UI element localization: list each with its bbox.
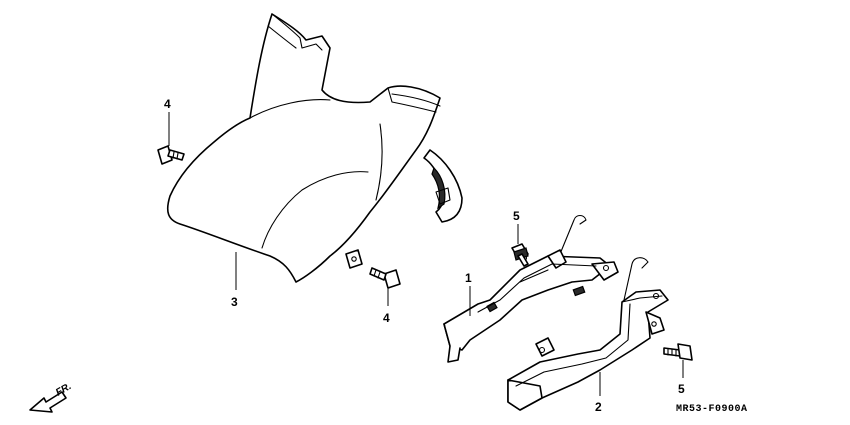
bracket-1-slot-b: [572, 285, 586, 297]
bolt-4-upper-shank: [167, 149, 185, 161]
bolt-4-upper: [157, 145, 185, 165]
fender-shell: [166, 13, 441, 283]
bracket-2-hole-a: [538, 346, 546, 354]
callout-1: 1: [465, 271, 472, 285]
fr-label: FR.: [54, 381, 73, 399]
bolt-4-upper-head: [157, 145, 173, 165]
fender-fork-slot-left-edge: [267, 25, 297, 49]
bracket-2-upper-tab: [535, 337, 555, 357]
fender-rear-lip-shadow: [431, 166, 446, 210]
callout-2: 2: [595, 400, 602, 414]
bracket-2-rib: [621, 295, 663, 303]
bracket-2-foot: [507, 379, 543, 411]
callout-5-upper: 5: [513, 209, 520, 223]
fender-clip-rear: [435, 187, 451, 205]
bracket-1-slot-a: [486, 301, 498, 313]
bracket-2-hole-c: [651, 321, 657, 327]
bolt-5-lower-thread: [667, 348, 677, 357]
bracket-1: [443, 214, 619, 363]
bolt-4-lower-thread: [373, 269, 381, 279]
drawing-code: MR53-F0900A: [676, 404, 748, 415]
fender-fork-slot-right: [387, 87, 437, 113]
bracket-2-wire-stay: [623, 257, 649, 301]
fender-lower-tab: [345, 249, 363, 269]
bracket-1-right-ear: [591, 261, 619, 281]
bracket-1-edge-line: [477, 263, 597, 313]
bolt-4-lower: [369, 267, 401, 289]
fr-arrow-icon: [29, 391, 67, 413]
bolt-4-upper-thread: [172, 151, 179, 160]
bracket-2: [507, 257, 669, 411]
fender-fork-slot-right-rim: [391, 93, 441, 107]
bolt-5-upper-shank: [517, 253, 529, 267]
bracket-1-wire-stay: [559, 214, 587, 255]
fender-contour-b: [261, 171, 369, 249]
callout-4-lower: 4: [383, 311, 390, 325]
bolt-5-upper: [511, 243, 529, 267]
callout-3: 3: [231, 295, 238, 309]
bolt-4-lower-shank: [369, 267, 387, 281]
bolt-5-lower-head: [677, 343, 693, 361]
fender-lower-tab-hole: [351, 256, 357, 262]
callout-5-lower: 5: [678, 382, 685, 396]
bracket-1-hole-b: [602, 264, 610, 272]
callout-4-upper: 4: [164, 97, 171, 111]
bracket-1-rib: [519, 269, 549, 283]
bracket-1-flange: [443, 323, 461, 363]
fender-contour-a: [249, 99, 331, 119]
fender-fork-slot-left: [271, 13, 323, 51]
bolt-4-lower-head: [383, 269, 401, 289]
bracket-2-hole-b: [652, 292, 660, 300]
bracket-2-right-tab: [645, 311, 665, 335]
front-direction-arrow: FR.: [29, 381, 73, 413]
front-fender: [166, 13, 463, 283]
fender-contour-c: [375, 123, 383, 201]
bolt-5-lower: [663, 343, 693, 361]
bracket-1-strap: [443, 255, 611, 351]
bracket-2-edge-line: [515, 303, 631, 387]
